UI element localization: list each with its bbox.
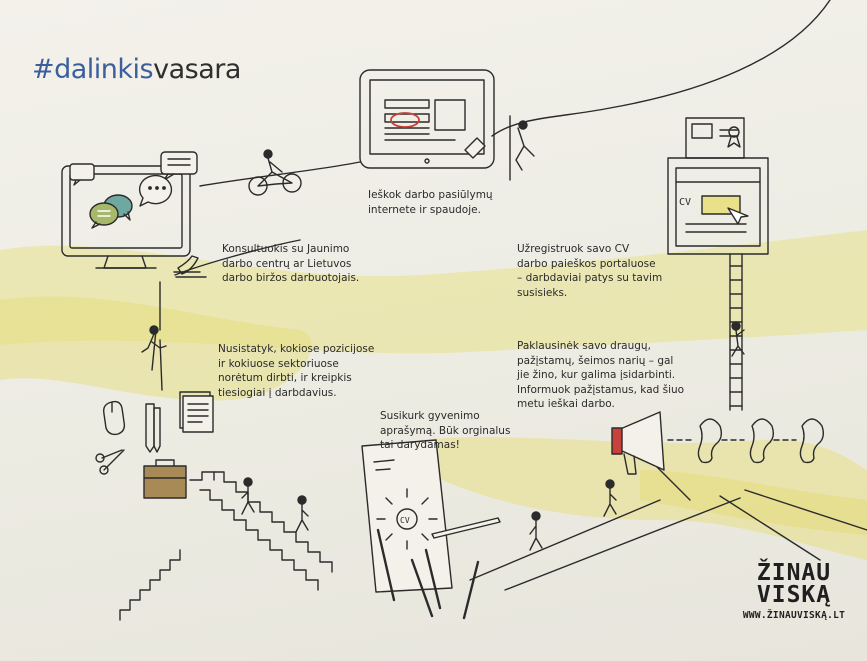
caption-search: Ieškok darbo pasiūlymų internete ir spau… [368,189,493,216]
walker-figure-3 [529,511,543,551]
cv-tag-text: CV [679,197,691,208]
cv-portal-icon [667,117,769,255]
hashtag-left-word: dalinkis [54,54,154,85]
office-tools-icons [95,391,214,499]
brand-url: WWW.ŽINAUVISKĄ.LT [742,610,846,621]
cable-line [174,0,831,276]
tablet-icon [359,69,495,169]
caption-cv-write: Susikurk gyvenimo aprašymą. Būk orginalu… [380,410,511,451]
brand-line-2: VISKĄ [756,582,832,608]
hashtag-title: #dalinkisvasara [32,54,241,85]
ear-icons [667,418,825,464]
monitor-icon [61,165,207,278]
walker-figure-1 [241,477,255,515]
walker-figure-4 [603,479,617,517]
caption-counsel: Konsultuokis su Jaunimo darbo centrų ar … [222,243,360,284]
caption-decide: Nusistatyk, kokiose pozicijose ir kokiuo… [218,343,375,399]
ladder-icon [729,253,745,411]
hashtag-right-word: vasara [153,54,241,85]
rope-climber-figure [141,281,167,391]
cv-paper-icon [361,439,501,620]
walker-figure-2 [295,495,309,533]
cyclist-figure [248,149,302,196]
cv-form-text: CV [400,516,410,525]
caption-ask: Paklausinėk savo draugų, pažįstamų, šeim… [517,340,685,410]
caption-register: Užregistruok savo CV darbo paieškos port… [517,243,663,299]
stairs-drawing [119,471,333,621]
chat-bubbles-icon [69,151,198,229]
brand-logo: ŽINAU VISKĄ WWW.ŽINAUVISKĄ.LT [728,560,860,622]
brand-line-1: ŽINAU [756,560,832,586]
road-drawing [469,459,867,591]
megaphone-icon [611,411,665,475]
hashtag-prefix: # [32,54,55,85]
zipline-figure [509,115,535,181]
